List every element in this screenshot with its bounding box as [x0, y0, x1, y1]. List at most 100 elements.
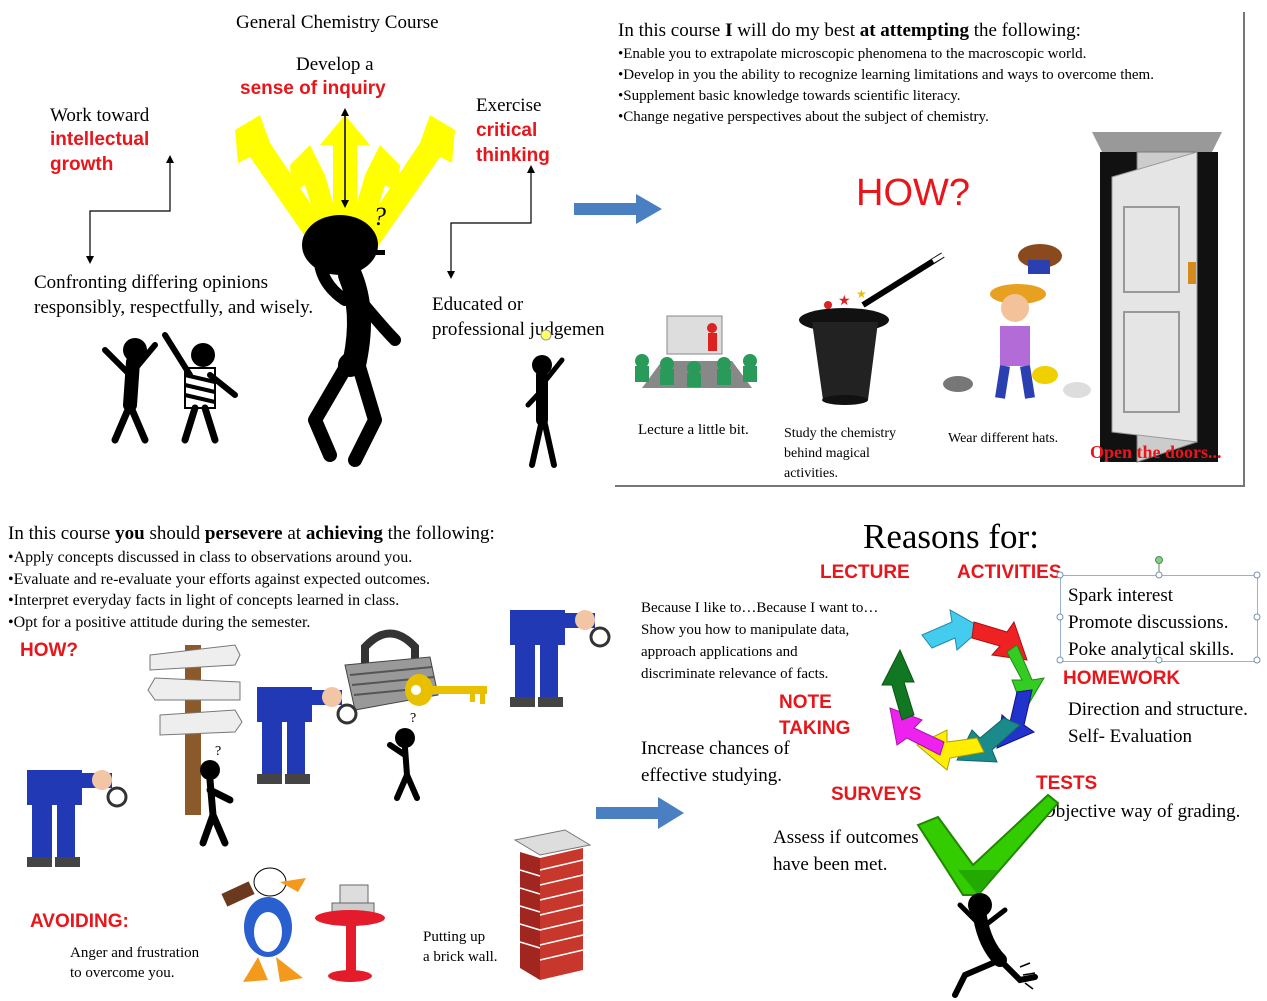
selection-handles-icon	[1056, 556, 1261, 664]
anger-caption: Anger and frustration to overcome you.	[70, 943, 199, 983]
blue-arrow-icon	[574, 194, 662, 224]
thinking-label: thinking	[476, 145, 550, 166]
critical-label: critical	[476, 120, 538, 141]
q2-intro-c: will do my best	[732, 20, 860, 41]
lecture-caption: Lecture a little bit.	[638, 422, 749, 438]
q2-bullet: •Change negative perspectives about the …	[618, 109, 989, 125]
brick-line-1: Putting up	[423, 929, 486, 945]
lecture-text: Because I like to…Because I want to… Sho…	[641, 597, 878, 685]
anger-line-2: to overcome you.	[70, 965, 175, 981]
note-line-1: NOTE	[779, 692, 832, 713]
q2-bullet: •Supplement basic knowledge towards scie…	[618, 88, 961, 104]
inquiry-label: sense of inquiry	[240, 78, 386, 99]
magnifier-man-icon	[27, 770, 128, 867]
homework-text: Direction and structure. Self- Evaluatio…	[1068, 696, 1248, 750]
q1-title: General Chemistry Course	[236, 12, 439, 33]
tests-text: Objective way of grading.	[1042, 801, 1241, 822]
lecture-line: discriminate relevance of facts.	[641, 666, 829, 682]
magnifier-man-icon	[510, 610, 611, 707]
educated-line-1: Educated or	[432, 294, 524, 315]
svg-text:★: ★	[856, 287, 867, 301]
develop-label: Develop a	[296, 54, 374, 75]
arguing-figures-icon	[102, 332, 238, 444]
surveys-line: have been met.	[773, 854, 888, 875]
work-toward-label: Work toward	[50, 105, 150, 126]
q2-bullet: •Develop in you the ability to recognize…	[618, 67, 1154, 83]
thinking-figure-icon: ?	[302, 202, 401, 467]
q3-bullet: •Evaluate and re-evaluate your efforts a…	[8, 570, 431, 588]
study-caption: Study the chemistry behind magical activ…	[784, 424, 896, 484]
svg-text:?: ?	[215, 744, 221, 759]
study-line-3: activities.	[784, 466, 839, 481]
study-line-1: Study the chemistry	[784, 426, 896, 441]
q2-bullets: •Enable you to extrapolate microscopic p…	[618, 44, 1154, 128]
activities-text: Spark interest Promote discussions. Poke…	[1068, 582, 1234, 663]
confront-line-2: responsibly, respectfully, and wisely.	[34, 297, 314, 318]
q2-intro-e: the following:	[968, 20, 1081, 41]
surveys-heading: SURVEYS	[831, 784, 922, 805]
surveys-line: Assess if outcomes	[773, 827, 919, 848]
small-question-figure-icon: ?	[199, 744, 234, 847]
q2-intro-a: In this course	[618, 20, 726, 41]
tests-heading: TESTS	[1036, 773, 1098, 794]
brick-caption: Putting up a brick wall.	[423, 927, 498, 967]
activities-line: Promote discussions.	[1068, 612, 1229, 633]
q4-title: Reasons for:	[863, 517, 1039, 556]
avoiding-label: AVOIDING:	[30, 911, 129, 932]
q3-intro-d: persevere	[204, 523, 283, 544]
homework-line: Self- Evaluation	[1068, 726, 1192, 747]
note-text-line: Increase chances of	[641, 738, 790, 759]
q3-intro-e: at	[282, 523, 306, 544]
q3-intro-a: In this course	[8, 523, 116, 544]
q2-bullet: •Enable you to extrapolate microscopic p…	[618, 46, 1087, 62]
cycle-arrows-icon	[881, 609, 1045, 771]
note-taking-text: Increase chances of effective studying.	[641, 735, 790, 789]
computer-table-icon	[315, 884, 385, 982]
doors-caption: Open the doors...	[1090, 442, 1222, 462]
q3-intro: In this course you should persevere at a…	[8, 523, 495, 545]
growth-label: growth	[50, 154, 114, 175]
key-icon	[405, 674, 487, 706]
svg-text:?: ?	[373, 202, 386, 231]
lecture-line: Because I like to…Because I want to…	[641, 600, 879, 616]
confront-line-1: Confronting differing opinions	[34, 272, 268, 293]
activities-heading: ACTIVITIES	[957, 562, 1062, 583]
inquiry-connector-icon	[341, 108, 349, 208]
study-line-2: behind magical	[784, 446, 870, 461]
duck-icon	[221, 867, 306, 982]
activities-line: Poke analytical skills.	[1068, 639, 1235, 660]
anger-line-1: Anger and frustration	[70, 945, 200, 961]
exercise-label: Exercise	[476, 95, 542, 116]
educated-label: Educated or professional judgemen	[432, 292, 605, 342]
surveys-text: Assess if outcomes have been met.	[773, 824, 919, 878]
q3-intro-g: the following:	[382, 523, 495, 544]
q2-how: HOW?	[856, 172, 970, 214]
activities-line: Spark interest	[1068, 585, 1174, 606]
check-mark-icon	[916, 793, 1060, 896]
q3-bullet: •Apply concepts discussed in class to ob…	[8, 549, 413, 566]
q3-intro-c: should	[144, 523, 205, 544]
yellow-arrows-icon	[235, 115, 455, 265]
q3-bullet: •Opt for a positive attitude during the …	[8, 613, 311, 631]
q2-frame	[615, 12, 1245, 487]
door-icon	[1092, 132, 1222, 463]
q3-bullet: •Interpret everyday facts in light of co…	[8, 592, 400, 609]
q3-intro-b: you	[115, 523, 145, 544]
magnifier-man-icon	[257, 687, 358, 784]
homework-line: Direction and structure.	[1068, 699, 1248, 720]
right-connector-icon	[447, 165, 535, 279]
intellectual-label: intellectual	[50, 129, 150, 150]
educated-line-2: professional judgemen	[432, 319, 605, 340]
lecture-heading: LECTURE	[820, 562, 910, 583]
svg-text:?: ?	[410, 711, 416, 726]
signpost-icon	[147, 644, 243, 815]
lecture-line: Show you how to manipulate data,	[641, 622, 850, 638]
falling-figure-icon	[952, 893, 1038, 998]
brick-wall-icon	[513, 829, 592, 980]
q2-intro-b: I	[725, 20, 733, 41]
note-line-2: TAKING	[779, 718, 851, 739]
classroom-icon	[635, 315, 757, 388]
svg-text:★: ★	[838, 294, 851, 309]
brick-line-2: a brick wall.	[423, 949, 498, 965]
hats-caption: Wear different hats.	[948, 431, 1059, 446]
